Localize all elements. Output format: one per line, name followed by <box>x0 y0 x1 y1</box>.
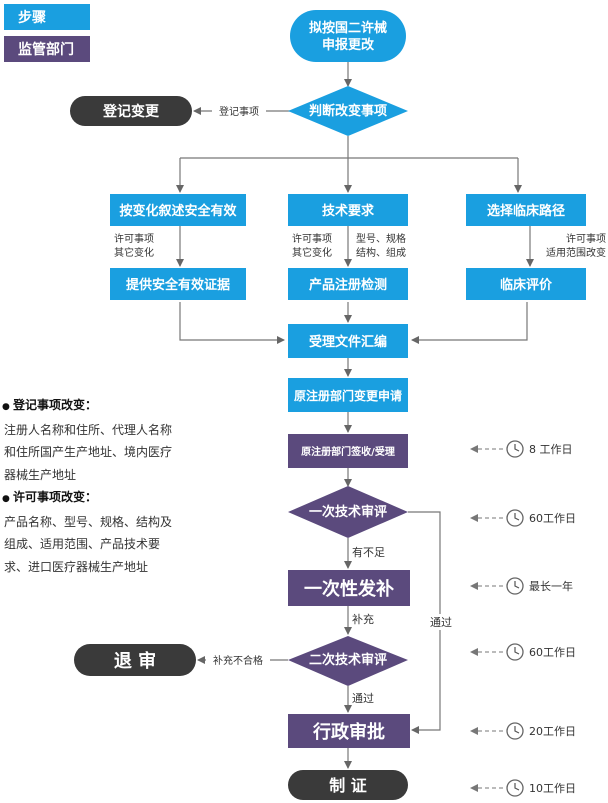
svg-text:提供安全有效证据: 提供安全有效证据 <box>126 277 230 293</box>
timeline-duration: 60工作日 <box>529 512 576 525</box>
notes-lic-line: 产品名称、型号、规格、结构及 <box>4 514 173 529</box>
timeline-item-admin: 20工作日 <box>470 722 576 740</box>
node-apply: 原注册部门变更申请 <box>288 378 408 412</box>
svg-text:原注册部门签收/受理: 原注册部门签收/受理 <box>301 445 395 458</box>
node-start: 拟按国二许械申报更改 <box>290 10 406 62</box>
node-reg-change: 登记变更 <box>70 96 192 126</box>
svg-text:二次技术审评: 二次技术审评 <box>309 652 387 668</box>
node-judge: 判断改变事项 <box>288 86 408 136</box>
clock-icon <box>506 779 524 797</box>
timeline-item-review2: 60工作日 <box>470 643 576 661</box>
label-supplement: 补充 <box>352 612 374 626</box>
notes-lic-line: 组成、适用范围、产品技术要 <box>4 537 161 551</box>
timeline-item-accept: 8 工作日 <box>470 440 573 458</box>
svg-text:登记变更: 登记变更 <box>102 103 160 120</box>
svg-text:受理文件汇编: 受理文件汇编 <box>309 334 387 350</box>
svg-text:原注册部门变更申请: 原注册部门变更申请 <box>294 388 402 403</box>
svg-text:选择临床路径: 选择临床路径 <box>487 203 565 219</box>
timeline-duration: 20工作日 <box>529 725 576 738</box>
notes-reg-line: 器械生产地址 <box>4 467 77 482</box>
node-desc-safety: 按变化叙述安全有效 <box>110 194 246 226</box>
svg-text:临床评价: 临床评价 <box>500 277 553 293</box>
edge-right-compile <box>411 302 528 344</box>
svg-text:拟按国二许械申报更改: 拟按国二许械申报更改 <box>309 20 387 53</box>
notes-lic-line: 求、进口医疗器械生产地址 <box>4 559 149 574</box>
label-fail: 补充不合格 <box>213 654 263 667</box>
clock-icon <box>506 577 524 595</box>
clock-icon <box>506 643 524 661</box>
node-reject: 退 审 <box>74 644 196 676</box>
node-product-test: 产品注册检测 <box>288 268 408 300</box>
node-clinical-eval: 临床评价 <box>466 268 586 300</box>
svg-text:技术要求: 技术要求 <box>322 203 375 219</box>
timeline-duration: 最长一年 <box>529 579 573 593</box>
svg-text:按变化叙述安全有效: 按变化叙述安全有效 <box>119 203 237 219</box>
node-supplement: 一次性发补 <box>288 570 410 606</box>
svg-text:一次性发补: 一次性发补 <box>304 578 394 600</box>
node-accept: 原注册部门签收/受理 <box>288 434 408 468</box>
timeline-duration: 60工作日 <box>529 646 576 659</box>
node-review1: 一次技术审评 <box>288 486 408 538</box>
svg-text:退 审: 退 审 <box>114 650 156 672</box>
timeline-item-cert: 10工作日 <box>470 779 576 797</box>
svg-text:行政审批: 行政审批 <box>312 721 385 743</box>
edge-left-compile <box>179 302 285 344</box>
svg-text:产品注册检测: 产品注册检测 <box>309 277 387 293</box>
node-clinical-path: 选择临床路径 <box>466 194 586 226</box>
timeline-duration: 10工作日 <box>529 782 576 795</box>
label-left-lic: 许可事项其它变化 <box>114 232 154 259</box>
node-review2: 二次技术审评 <box>288 636 408 686</box>
legend-regulator: 监管部门 <box>4 36 90 62</box>
notes-lic-title: 许可事项改变： <box>2 486 202 511</box>
notes-panel: 登记事项改变： 注册人名称和住所、代理人名称 和住所国产生产地址、境内医疗 器械… <box>2 394 202 578</box>
label-mid-model: 型号、规格结构、组成 <box>356 232 406 259</box>
label-right-lic: 许可事项适用范围改变 <box>546 232 606 259</box>
clock-icon <box>506 722 524 740</box>
notes-reg-title: 登记事项改变： <box>2 394 202 419</box>
node-compile: 受理文件汇编 <box>288 324 408 358</box>
clock-icon <box>506 440 524 458</box>
notes-reg-line: 注册人名称和住所、代理人名称 <box>4 422 173 437</box>
timeline-item-review1: 60工作日 <box>470 509 576 527</box>
clock-icon <box>506 509 524 527</box>
legend-steps: 步骤 <box>4 4 90 30</box>
notes-reg-line: 和住所国产生产地址、境内医疗 <box>4 445 173 459</box>
label-insufficient: 有不足 <box>352 545 385 559</box>
label-pass2: 通过 <box>352 692 374 705</box>
node-tech-req: 技术要求 <box>288 194 408 226</box>
timeline-item-supplement: 最长一年 <box>470 577 573 595</box>
label-reg-item: 登记事项 <box>219 105 259 118</box>
label-pass1: 通过 <box>430 616 452 629</box>
node-cert: 制 证 <box>288 770 408 800</box>
node-safety-evidence: 提供安全有效证据 <box>110 268 246 300</box>
svg-text:判断改变事项: 判断改变事项 <box>309 103 387 119</box>
label-mid-lic: 许可事项其它变化 <box>292 232 332 259</box>
timeline-duration: 8 工作日 <box>529 443 573 456</box>
svg-text:制 证: 制 证 <box>329 776 367 795</box>
node-admin: 行政审批 <box>288 714 410 748</box>
svg-text:一次技术审评: 一次技术审评 <box>309 504 387 520</box>
